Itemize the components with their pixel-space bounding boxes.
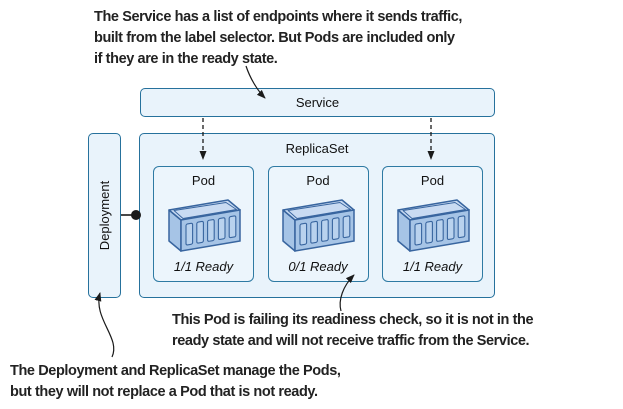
service-box: Service (140, 88, 495, 117)
annotation-arrow-to-deployment (94, 292, 115, 358)
note-line: if they are in the ready state. (94, 51, 278, 67)
note-line: This Pod is failing its readiness check,… (172, 312, 534, 328)
replicaset-label: ReplicaSet (285, 141, 349, 156)
pod-label: Pod (191, 173, 216, 188)
pod-status: 1/1 Ready (173, 259, 234, 274)
note-line: but they will not replace a Pod that is … (10, 384, 318, 400)
pod-box-2: Pod 0/1 Ready (267, 166, 369, 282)
note-line: The Deployment and ReplicaSet manage the… (10, 363, 341, 379)
pod-box-3: Pod 1/1 Ready (382, 166, 483, 282)
container-icon (282, 199, 355, 252)
pod-box-1: Pod 1/1 Ready (153, 166, 254, 282)
pod-status: 1/1 Ready (402, 259, 463, 274)
pod-label: Pod (420, 173, 445, 188)
container-icon (396, 199, 470, 252)
annotation-deployment-note: The Deployment and ReplicaSet manage the… (10, 361, 341, 403)
deployment-box: Deployment (88, 133, 121, 298)
pod-status: 0/1 Ready (288, 259, 348, 274)
annotation-service-note: The Service has a list of endpoints wher… (94, 7, 462, 70)
note-line: The Service has a list of endpoints wher… (94, 9, 463, 25)
pod-label: Pod (306, 173, 330, 188)
annotation-readiness-note: This Pod is failing its readiness check,… (172, 310, 534, 352)
note-line: ready state and will not receive traffic… (172, 333, 530, 349)
note-line: built from the label selector. But Pods … (94, 30, 455, 46)
service-label: Service (295, 95, 340, 110)
replicaset-box: ReplicaSet Pod 1/1 Ready Pod (139, 133, 495, 298)
deployment-label: Deployment (97, 180, 112, 251)
container-icon (167, 199, 241, 252)
